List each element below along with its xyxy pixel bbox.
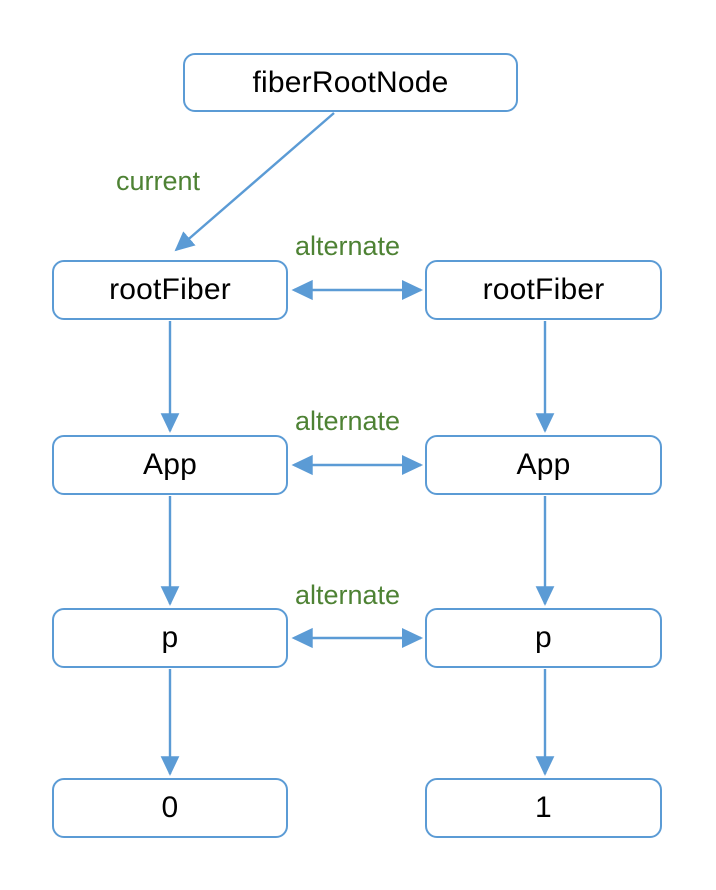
node-p-alternate[interactable]: p [425, 608, 662, 668]
edge-current-line [174, 112, 335, 252]
node-label: p [161, 621, 179, 654]
node-label: 1 [535, 791, 552, 824]
edge-label-alternate-app: alternate [295, 406, 401, 436]
node-fiber-root-node[interactable]: fiberRootNode [183, 53, 518, 112]
node-app-current[interactable]: App [52, 435, 288, 495]
node-label: rootFiber [109, 273, 231, 306]
node-label: p [535, 621, 552, 654]
edge-label-current: current [116, 166, 201, 196]
node-label: 0 [161, 791, 179, 824]
node-label: fiberRootNode [252, 65, 449, 99]
edge-label-alternate-p: alternate [295, 580, 401, 610]
node-text-zero[interactable]: 0 [52, 778, 288, 838]
node-label: rootFiber [482, 273, 605, 306]
node-p-current[interactable]: p [52, 608, 288, 668]
node-app-alternate[interactable]: App [425, 435, 662, 495]
node-label: App [516, 448, 571, 481]
node-root-fiber-alternate[interactable]: rootFiber [425, 260, 662, 320]
node-label: App [143, 448, 197, 481]
node-root-fiber-current[interactable]: rootFiber [52, 260, 288, 320]
edge-label-alternate-rootfiber: alternate [295, 231, 401, 261]
node-text-one[interactable]: 1 [425, 778, 662, 838]
